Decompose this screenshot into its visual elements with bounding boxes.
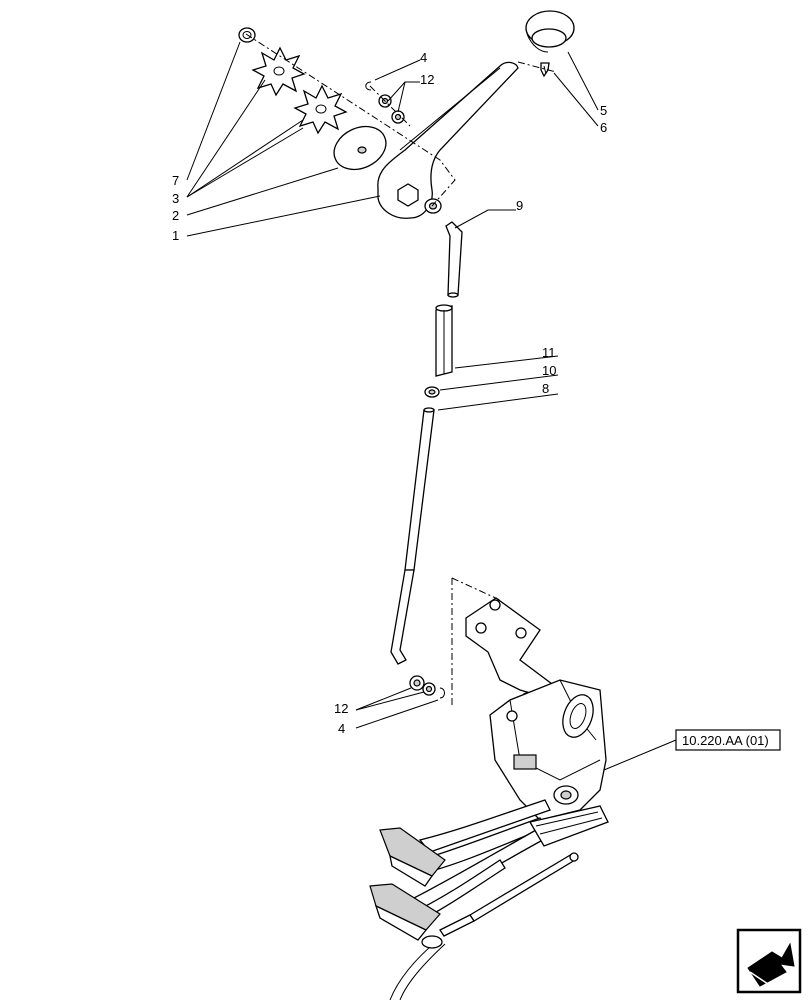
- callout-3: 3: [172, 191, 179, 206]
- star-washer-part-3b: [293, 84, 348, 135]
- washer-part-12-bottom: [409, 675, 436, 696]
- callout-4-bottom: 4: [338, 721, 345, 736]
- star-washer-part-3a: [251, 46, 306, 97]
- sleeve-part-11: [435, 304, 453, 377]
- pedal-assembly: [369, 597, 609, 1000]
- screw-part-6: [540, 62, 550, 78]
- reference-label[interactable]: 10.220.AA (01): [682, 733, 769, 748]
- callout-6: 6: [600, 120, 607, 135]
- callout-1: 1: [172, 228, 179, 243]
- nut-part-10: [424, 386, 440, 398]
- callout-9: 9: [516, 198, 523, 213]
- clip-part-4-top: [365, 81, 372, 91]
- flat-washer-part-2: [333, 125, 387, 171]
- knob-part-5: [525, 10, 575, 53]
- clip-part-4-bottom: [439, 687, 445, 699]
- callout-10: 10: [542, 363, 556, 378]
- callout-8: 8: [542, 381, 549, 396]
- callout-2: 2: [172, 208, 179, 223]
- leader-lines: [186, 41, 677, 771]
- reference-link-box[interactable]: 10.220.AA (01): [675, 729, 781, 751]
- callout-4-top: 4: [420, 50, 427, 65]
- lever-part-1: [377, 61, 519, 219]
- callout-labels: 7 3 2 1 4 12 5 6 9 11 10 8 12 4: [172, 50, 607, 736]
- lower-rod-part-8: [390, 407, 435, 665]
- callout-12-bottom: 12: [334, 701, 348, 716]
- next-page-arrow-icon[interactable]: [736, 928, 802, 994]
- upper-rod-part-9: [445, 221, 463, 298]
- callout-12-top: 12: [420, 72, 434, 87]
- callout-5: 5: [600, 103, 607, 118]
- callout-7: 7: [172, 173, 179, 188]
- callout-11: 11: [542, 345, 556, 360]
- centerlines: [245, 33, 557, 706]
